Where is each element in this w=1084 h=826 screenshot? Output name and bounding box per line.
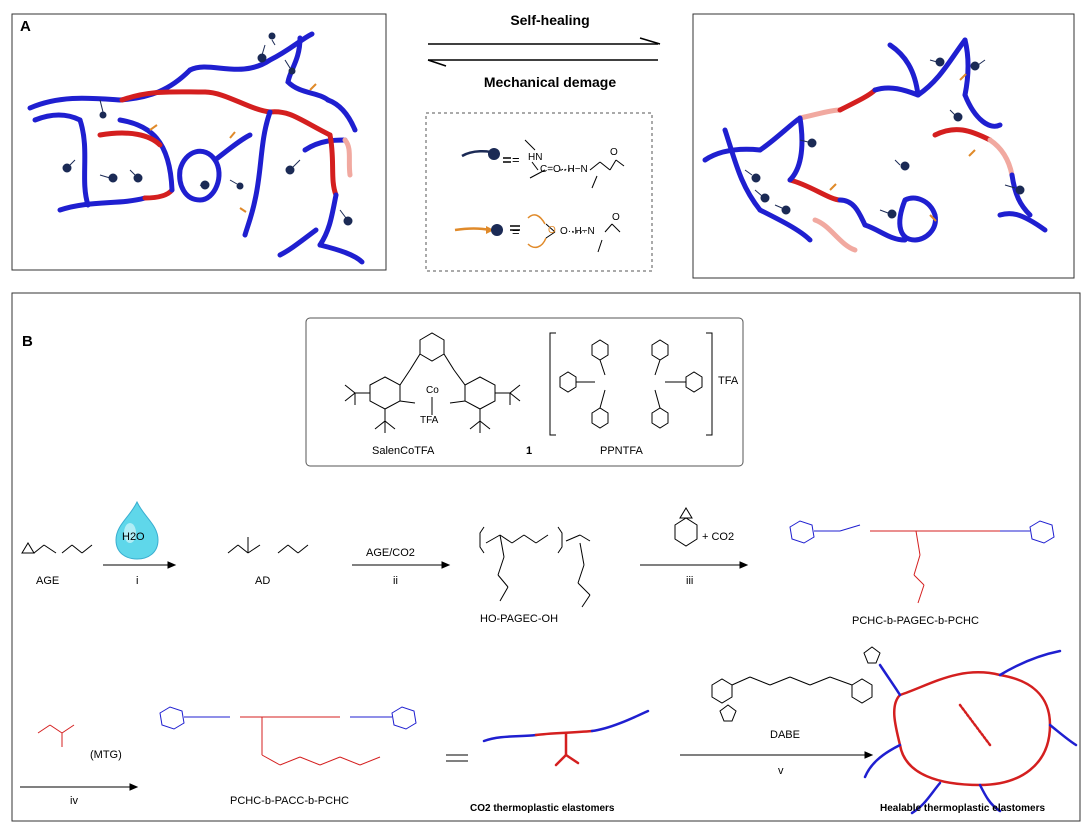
panel-b-letter: B (22, 333, 33, 350)
damaged-network (27, 31, 365, 265)
mechanical-damage-label: Mechanical demage (483, 74, 617, 90)
right-orange-sites (829, 73, 976, 222)
equilibrium-arrows (427, 37, 661, 67)
salenco-name: SalenCoTFA (372, 445, 435, 457)
row2-arrows (20, 751, 874, 791)
reagent-iii-label: + CO2 (702, 531, 735, 543)
co2-elastomers-label: CO2 thermoplastic elastomers (470, 803, 615, 814)
self-healing-label: Self-healing (510, 12, 590, 28)
reagent-ii-label: AGE/CO2 (366, 547, 415, 559)
right-hbond-sites (744, 57, 1025, 219)
co2-elastomer-chain (482, 709, 650, 767)
age-label: AGE (36, 575, 60, 587)
legend-hbond-ester (454, 214, 621, 253)
pchc-pagec-pchc-structure (789, 520, 1055, 604)
axial-tfa: TFA (420, 415, 439, 426)
ad-label: AD (255, 575, 271, 587)
legend-equals-2: = (512, 224, 520, 239)
legend-o-2: O (548, 225, 556, 236)
ad-structure (227, 537, 309, 554)
panel-a: A Self-healing Mechanical demage = HN C=… (0, 0, 1084, 285)
dabe-structure (711, 646, 881, 722)
pchc-pacc-pchc-label: PCHC-b-PACC-b-PCHC (230, 795, 349, 807)
ppn-name: PPNTFA (600, 445, 643, 457)
salenco-structure (344, 332, 521, 433)
step-i-label: i (136, 575, 139, 587)
mtg-label: (MTG) (90, 749, 122, 761)
step-v-label: v (778, 765, 784, 777)
healable-label: Healable thermoplastic elastomers (880, 803, 1046, 814)
legend-hn-1: HN (528, 152, 543, 163)
healed-network (702, 37, 1048, 253)
legend-hbond-amide (461, 139, 625, 189)
left-orange-sites (149, 83, 317, 213)
panel-a-letter: A (20, 18, 31, 35)
legend-o-1: O (610, 147, 618, 158)
panel-a-drawing (11, 13, 1075, 279)
age-structure (21, 542, 93, 554)
step-ii-label: ii (393, 575, 398, 587)
panel-b-drawing (11, 292, 1081, 822)
catalyst-number: 1 (526, 445, 533, 457)
step-iv-label: iv (70, 795, 78, 807)
pchc-pacc-pchc-structure (159, 706, 417, 766)
left-hbond-sites (62, 32, 353, 226)
legend-o-3: O (612, 212, 620, 223)
healable-network (863, 649, 1078, 815)
water-label: H2O (122, 531, 145, 543)
legend-equals-1: = (512, 152, 520, 167)
legend-c-o-1: C=O··H−N (540, 164, 588, 175)
step-iii-label: iii (686, 575, 694, 587)
ho-pagec-oh-label: HO-PAGEC-OH (480, 613, 559, 625)
ho-pagec-oh-structure (479, 526, 591, 608)
legend-ohn-2: O··H−N (560, 226, 595, 237)
dabe-label: DABE (770, 729, 800, 741)
co-center: Co (426, 385, 439, 396)
ppn-structure (549, 332, 713, 436)
cyclohexene-oxide-structure (674, 507, 698, 547)
mtg-structure (37, 724, 75, 747)
panel-b: B SalenCoTFA 1 PPNTFA TFA Co TFA AGE H2O… (0, 285, 1084, 826)
pchc-pagec-pchc-label: PCHC-b-PAGEC-b-PCHC (852, 615, 979, 627)
water-drop-icon (115, 500, 159, 560)
row1-arrows (103, 561, 749, 569)
ppn-counterion: TFA (718, 375, 739, 387)
